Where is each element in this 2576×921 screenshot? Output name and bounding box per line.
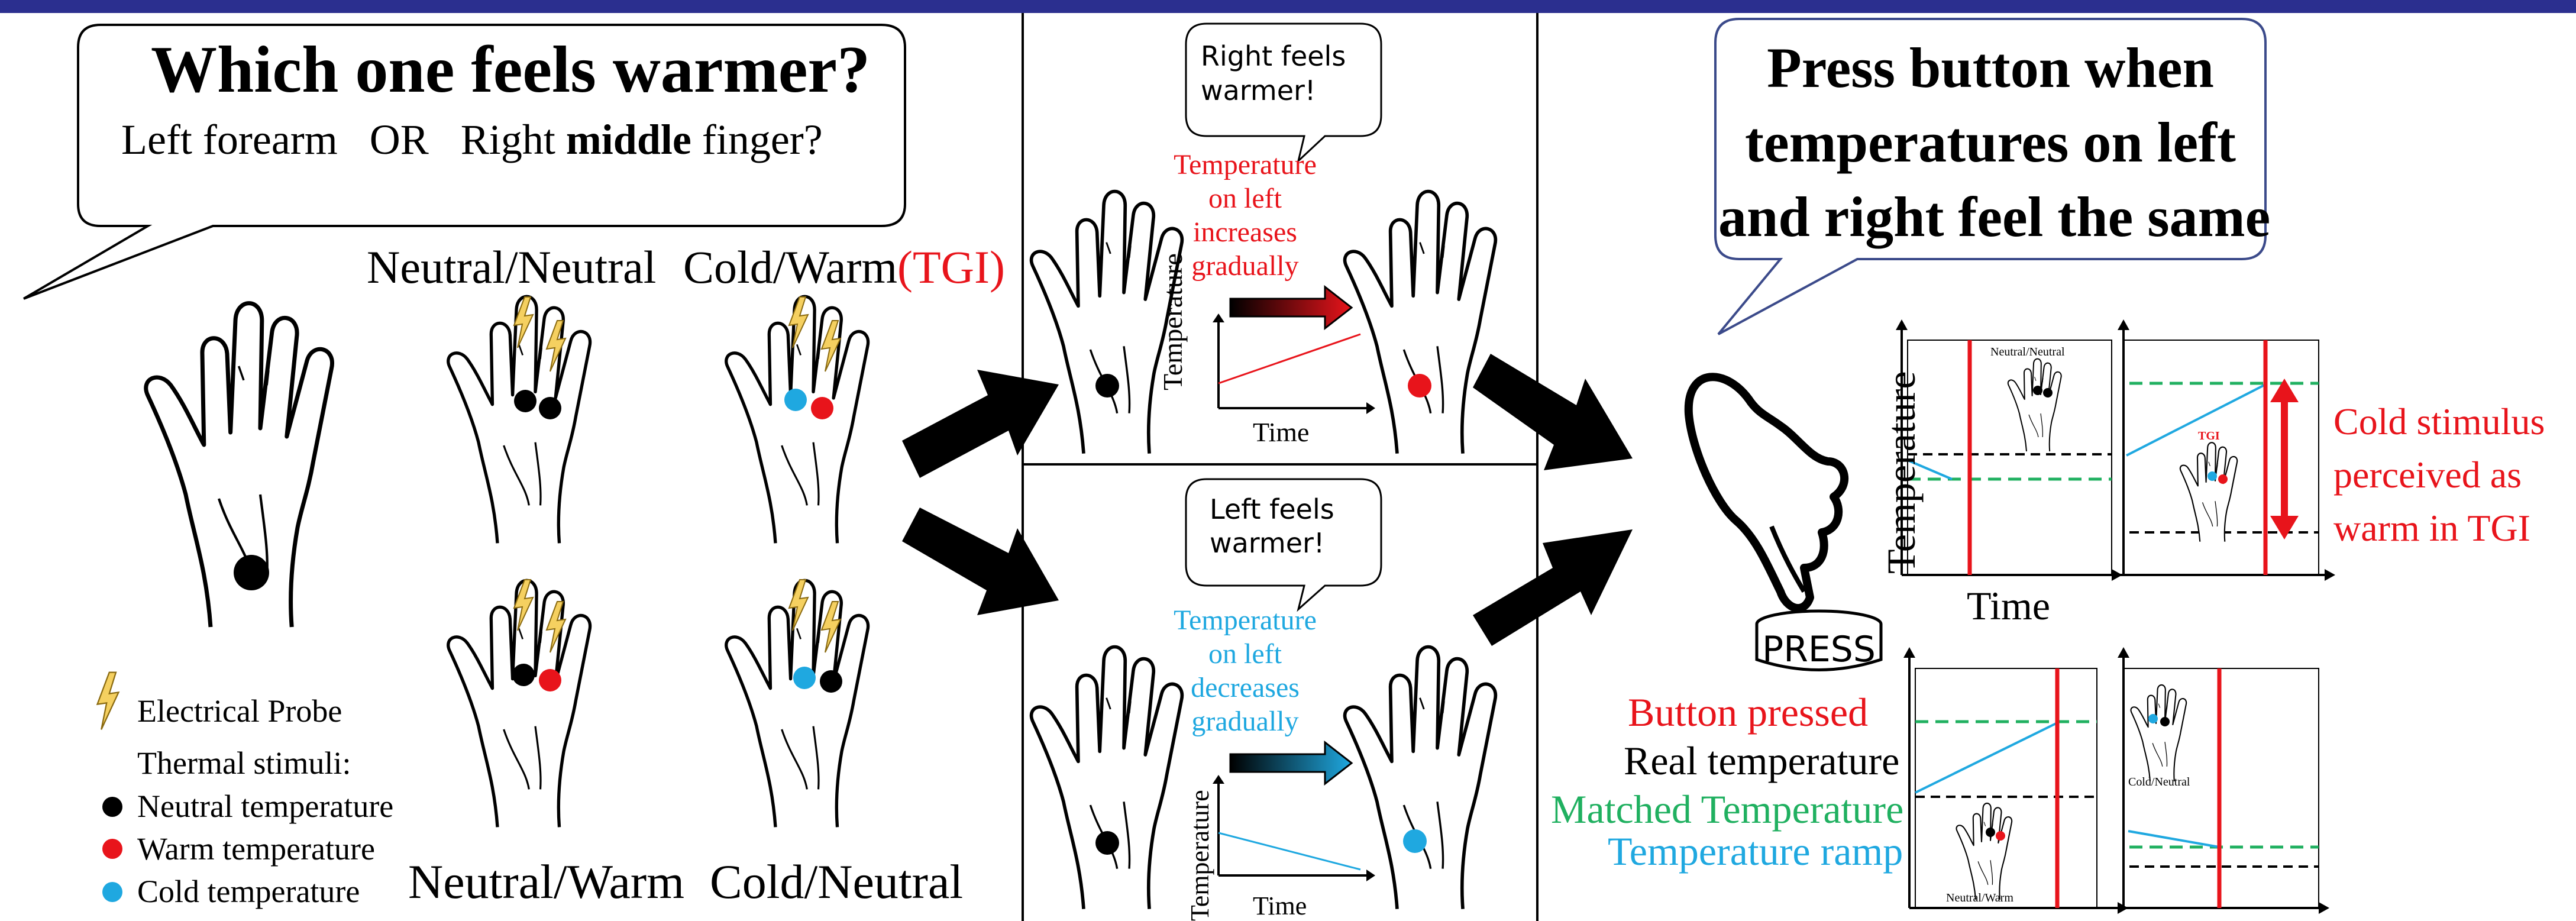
legend-neutral-dot <box>102 797 122 817</box>
question-title: Which one feels warmer? <box>151 33 871 106</box>
legend-button-pressed: Button pressed <box>1628 690 1869 735</box>
bottom-bubble-line2: warmer! <box>1210 527 1325 559</box>
top-note: Temperature on left increases gradually <box>1159 148 1331 283</box>
question-subtitle: Left forearm OR Right middle finger? <box>121 118 823 161</box>
palm-neutral-neutral <box>448 296 590 543</box>
press-label: PRESS <box>1762 629 1876 670</box>
arrow-to-bottom <box>902 508 1059 615</box>
label-neutral-warm: Neutral/Warm <box>408 855 684 909</box>
inset-cold-neutral-label: Cold/Neutral <box>2128 775 2190 788</box>
legend-real-temperature: Real temperature <box>1624 738 1900 783</box>
increase-arrow <box>1229 285 1353 331</box>
top-graph-x-label: Time <box>1253 417 1310 447</box>
label-cold-warm-text: Cold/Warm <box>683 241 898 293</box>
cold-stimulus-note: Cold stimulus perceived as warm in TGI <box>2333 395 2545 555</box>
forearm-neutral-stimulus <box>234 555 269 590</box>
inset-tgi-label: TGI <box>2198 429 2220 442</box>
bottom-mini-graph <box>1213 775 1375 881</box>
bottom-note-line2: on left <box>1208 638 1282 670</box>
bottom-note-line4: gradually <box>1191 706 1299 737</box>
graph-neutral-warm <box>1903 647 2128 914</box>
label-cold-warm: Cold/Warm(TGI) <box>683 244 1005 290</box>
instruction-line1: Press button when <box>1767 36 2214 99</box>
graph-neutral-neutral <box>1896 319 2122 581</box>
legend-warm-dot <box>102 839 122 859</box>
label-tgi: (TGI) <box>897 241 1005 293</box>
bottom-right-hand <box>1345 647 1496 909</box>
panel-divider-1 <box>1022 13 1024 921</box>
arrow-top-to-press <box>1473 354 1633 470</box>
arrow-bottom-to-press <box>1473 529 1633 646</box>
question-sub-bold: middle <box>565 116 691 163</box>
bottom-speech-bubble <box>1185 478 1382 612</box>
top-note-line1: Temperature <box>1174 149 1317 180</box>
cold-note-line1: Cold stimulus <box>2333 400 2545 442</box>
top-bubble-line1: Right feels <box>1201 40 1346 72</box>
bottom-note-line3: decreases <box>1191 672 1300 703</box>
palm-cold-warm <box>726 296 868 543</box>
top-mini-graph <box>1213 314 1375 414</box>
legend-thermal-heading: Thermal stimuli: <box>137 745 351 781</box>
top-bubble-line2: warmer! <box>1201 75 1316 106</box>
palm-neutral-warm <box>448 580 590 827</box>
inset-neutral-warm-label: Neutral/Warm <box>1946 891 2013 904</box>
top-note-line2: on left <box>1208 183 1282 214</box>
top-graph-y-label: Temperature <box>1158 253 1188 390</box>
question-sub-b: finger? <box>691 116 823 163</box>
legend-temperature-ramp: Temperature ramp <box>1608 829 1903 874</box>
legend-cold-dot <box>102 882 122 902</box>
instruction-bubble <box>1714 18 2267 335</box>
instruction-text: Press button when temperatures on left a… <box>1718 31 2271 254</box>
legend-cold-label: Cold temperature <box>137 874 360 909</box>
legend-probe-label: Electrical Probe <box>137 693 342 729</box>
bottom-graph-x-label: Time <box>1253 891 1307 920</box>
cold-note-line2: perceived as <box>2333 454 2522 496</box>
palm-cold-neutral <box>726 580 868 827</box>
instruction-line2: temperatures on left <box>1745 111 2236 174</box>
panel2-horizontal-divider <box>1023 463 1537 466</box>
question-bubble <box>22 24 906 300</box>
bottom-graph-y-label: Temperature <box>1185 790 1214 921</box>
top-speech-bubble <box>1185 22 1382 164</box>
graph-tgi <box>2118 319 2335 581</box>
graph-cold-neutral <box>2118 647 2329 914</box>
cold-note-line3: warm in TGI <box>2333 507 2530 549</box>
panel-divider-2 <box>1536 13 1539 921</box>
label-neutral-neutral: Neutral/Neutral <box>367 241 657 293</box>
bottom-note: Temperature on left decreases gradually <box>1159 603 1331 738</box>
graph-x-axis-label: Time <box>1967 583 2051 628</box>
legend-warm-label: Warm temperature <box>137 831 375 867</box>
legend-matched-temperature: Matched Temperature <box>1551 787 1904 832</box>
top-note-line3: increases <box>1193 216 1297 248</box>
bottom-note-line1: Temperature <box>1174 605 1317 636</box>
graph-y-axis-label: Temperature <box>1879 371 1924 574</box>
decrease-arrow <box>1229 740 1353 786</box>
legend-probe-icon <box>96 671 119 731</box>
legend-neutral-label: Neutral temperature <box>137 788 394 824</box>
instruction-line3: and right feel the same <box>1718 185 2271 248</box>
press-button-icon <box>1755 609 1883 671</box>
pointing-hand-icon <box>1684 373 1848 613</box>
top-right-hand <box>1345 192 1496 454</box>
label-cold-neutral: Cold/Neutral <box>710 855 964 909</box>
top-title-bar <box>0 0 2576 13</box>
bottom-bubble-line1: Left feels <box>1210 493 1334 525</box>
top-note-line4: gradually <box>1191 250 1299 282</box>
arrow-to-top <box>902 370 1059 478</box>
inset-neutral-neutral-label: Neutral/Neutral <box>1990 345 2065 358</box>
question-sub-a: Left forearm OR Right <box>121 116 566 163</box>
